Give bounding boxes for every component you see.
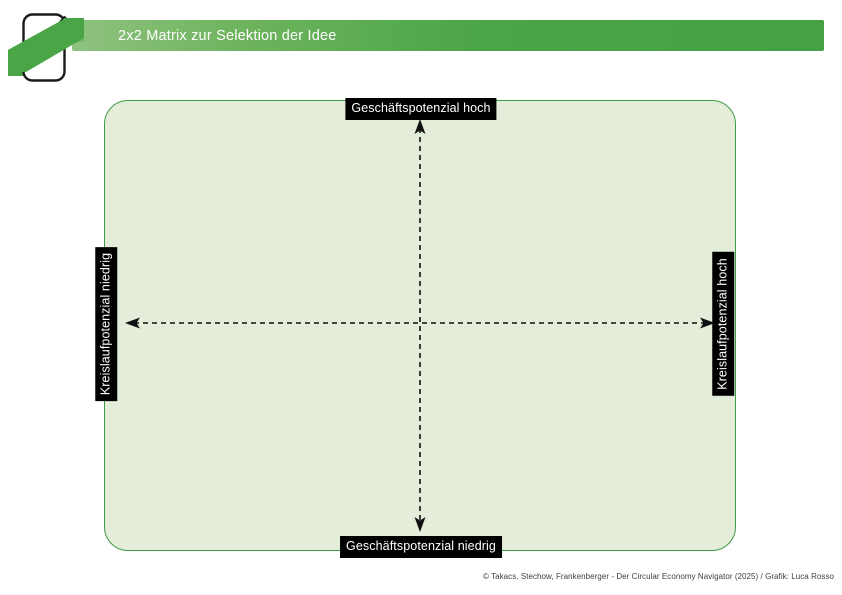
page-header: 2x2 Matrix zur Selektion der Idee: [0, 0, 842, 92]
matrix-canvas: [104, 100, 736, 551]
arrowhead-left: [125, 317, 140, 329]
title-bar: 2x2 Matrix zur Selektion der Idee: [72, 20, 824, 51]
arrowhead-down: [414, 517, 426, 532]
axis-label-circular-potential-high: Kreislaufpotenzial hoch: [712, 252, 734, 396]
arrowhead-right: [700, 317, 715, 329]
arrowhead-up: [414, 119, 426, 134]
axis-label-circular-potential-low: Kreislaufpotenzial niedrig: [95, 246, 117, 402]
matrix-axes: [125, 119, 715, 532]
page-title: 2x2 Matrix zur Selektion der Idee: [118, 27, 337, 44]
pencil-notepad-icon: [8, 8, 84, 88]
axis-label-business-potential-low: Geschäftspotenzial niedrig: [340, 536, 502, 558]
copyright-credit: © Takacs, Stechow, Frankenberger - Der C…: [483, 572, 834, 581]
axis-label-business-potential-high: Geschäftspotenzial hoch: [345, 98, 497, 120]
